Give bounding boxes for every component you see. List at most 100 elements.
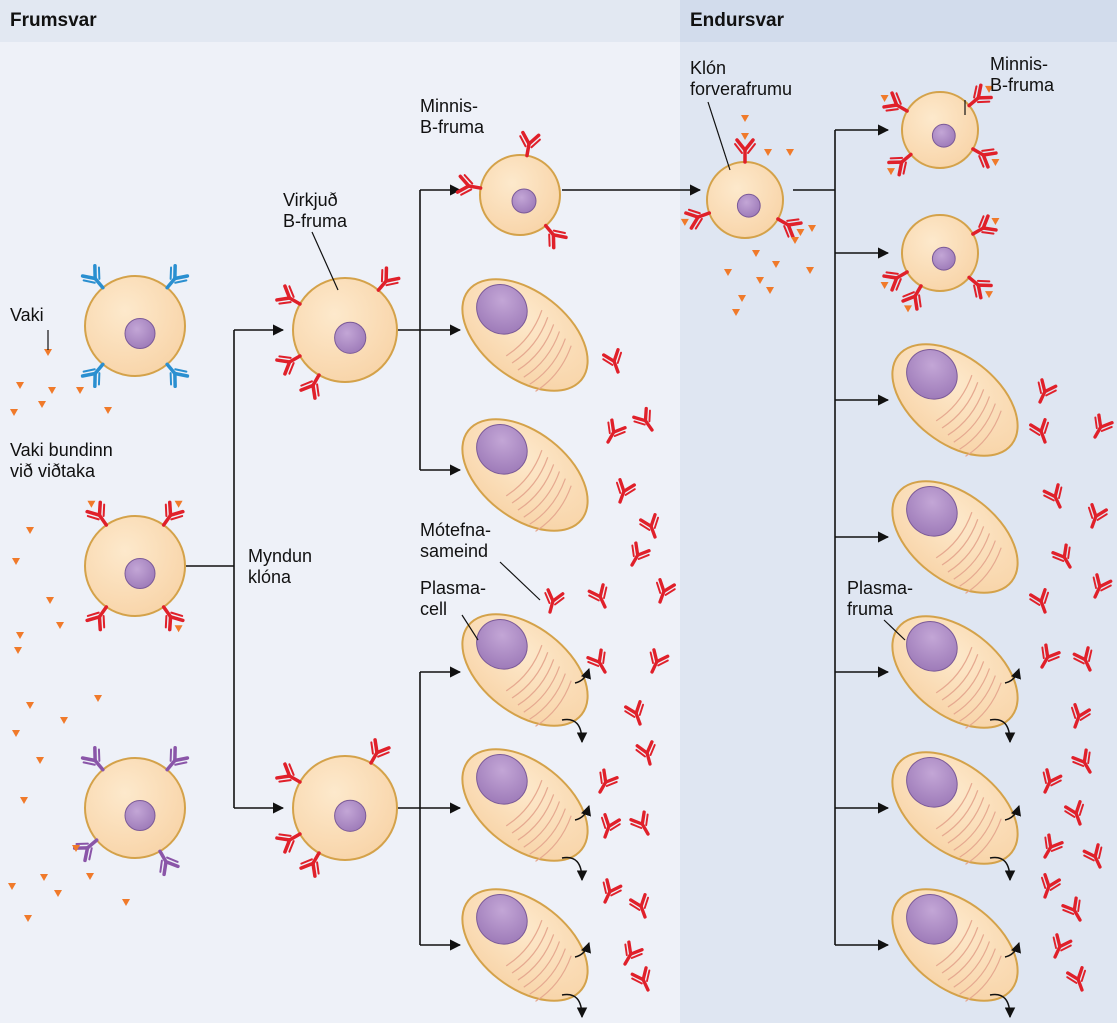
plasma-cell xyxy=(461,278,589,392)
antibody-icon xyxy=(544,588,565,614)
free-antigen xyxy=(764,149,772,156)
antibody-icon xyxy=(1051,543,1072,569)
bound-antigen xyxy=(174,500,183,508)
plasma-cell xyxy=(461,888,589,1002)
bound-antigen xyxy=(886,168,895,176)
antibody-icon xyxy=(1040,873,1061,899)
bound-antigen xyxy=(985,85,994,93)
bound-antigen xyxy=(741,133,749,140)
antibody-icon xyxy=(1052,933,1073,959)
bound-antigen xyxy=(991,159,1000,166)
receptor-icon xyxy=(299,851,321,878)
antibody-icon xyxy=(606,418,627,444)
antibody-icon xyxy=(1093,413,1114,439)
free-antigen xyxy=(766,287,774,294)
receptor-icon xyxy=(519,130,541,158)
receptor-icon xyxy=(455,174,483,196)
free-antigen xyxy=(72,845,80,852)
antibody-icon xyxy=(600,813,621,839)
receptor-icon xyxy=(161,500,185,527)
antibody-icon xyxy=(598,768,619,794)
free-antigen xyxy=(12,730,20,737)
free-antigen xyxy=(36,757,44,764)
antibody-icon xyxy=(602,348,623,374)
bound-antigen xyxy=(880,95,889,102)
antibody-icon xyxy=(1072,646,1093,672)
secretion-arrow xyxy=(989,856,1016,882)
free-antigen xyxy=(12,558,20,565)
free-antigen xyxy=(26,702,34,709)
antibody-icon xyxy=(1040,643,1061,669)
free-antigen xyxy=(732,309,740,316)
free-antigen xyxy=(60,717,68,724)
receptor-icon xyxy=(165,263,190,290)
receptor-icon xyxy=(734,138,756,164)
antibody-icon xyxy=(1092,573,1113,599)
receptor-icon xyxy=(543,223,568,250)
secretion-arrow xyxy=(561,993,588,1019)
antibody-icon xyxy=(630,541,651,567)
free-antigen xyxy=(48,387,56,394)
memory-b-cell-secondary xyxy=(901,214,979,292)
antibody-icon xyxy=(1087,503,1108,529)
label-pointer xyxy=(311,231,339,291)
antibody-icon xyxy=(624,700,645,726)
antigen-bound-label: Vaki bundinn við viðtaka xyxy=(10,440,113,481)
antibody-icon xyxy=(1043,833,1064,859)
antibody-icon xyxy=(639,513,660,539)
secretion-arrow xyxy=(561,856,588,882)
receptor-icon xyxy=(80,362,105,389)
precursor-clone-label: Klón forverafrumu xyxy=(690,58,793,99)
bound-antigen xyxy=(680,218,689,226)
antibody-icon xyxy=(1042,483,1063,509)
receptor-icon xyxy=(80,263,105,290)
free-antigen xyxy=(44,349,52,356)
antibody-icon xyxy=(587,583,608,609)
free-antigen xyxy=(772,261,780,268)
receptor-icon xyxy=(376,266,401,292)
receptor-icon xyxy=(165,362,190,389)
bound-antigen xyxy=(991,218,1000,225)
free-antigen xyxy=(26,527,34,534)
bound-antigen xyxy=(174,625,183,633)
antibody-icon xyxy=(629,893,650,919)
secretion-arrow xyxy=(1004,805,1021,821)
antibody-icon xyxy=(630,966,651,992)
antibody-icon xyxy=(1064,800,1085,826)
secretion-arrow xyxy=(989,993,1016,1019)
plasma-cell-secondary xyxy=(891,343,1019,457)
bound-antigen xyxy=(796,229,805,236)
free-antigen xyxy=(54,890,62,897)
antibody-icon xyxy=(1029,588,1050,614)
primary-response-header: Frumsvar xyxy=(0,0,680,42)
plasma-cell xyxy=(461,748,589,862)
free-antigen xyxy=(738,295,746,302)
receptor-icon xyxy=(967,275,993,300)
bound-antigen xyxy=(985,291,994,299)
label-pointer xyxy=(499,561,541,601)
free-antigen xyxy=(791,237,799,244)
antibody-icon xyxy=(1037,378,1058,404)
plasma-cell-label-secondary: Plasma- fruma xyxy=(847,578,914,619)
clone-formation-label: Myndun klóna xyxy=(248,546,313,587)
antibody-icon xyxy=(1082,843,1103,869)
activated-b-cell-label: Virkjuð B-fruma xyxy=(283,190,348,231)
activated-b-cell xyxy=(292,277,398,383)
receptor-icon xyxy=(158,849,180,877)
receptor-icon xyxy=(85,500,109,527)
receptor-icon xyxy=(275,832,302,854)
antibody-icon xyxy=(586,648,607,674)
plasma-cell-secondary xyxy=(891,615,1019,729)
receptor-icon xyxy=(80,745,105,772)
antibody-icon xyxy=(602,878,623,904)
free-antigen xyxy=(46,597,54,604)
antibody-icon xyxy=(1029,418,1050,444)
receptor-icon xyxy=(887,152,913,177)
plasma-cell-label: Plasma- cell xyxy=(420,578,487,619)
free-antigen xyxy=(741,115,749,122)
antibody-icon xyxy=(635,740,656,766)
receptor-icon xyxy=(971,147,998,169)
secretion-arrow xyxy=(561,718,588,744)
